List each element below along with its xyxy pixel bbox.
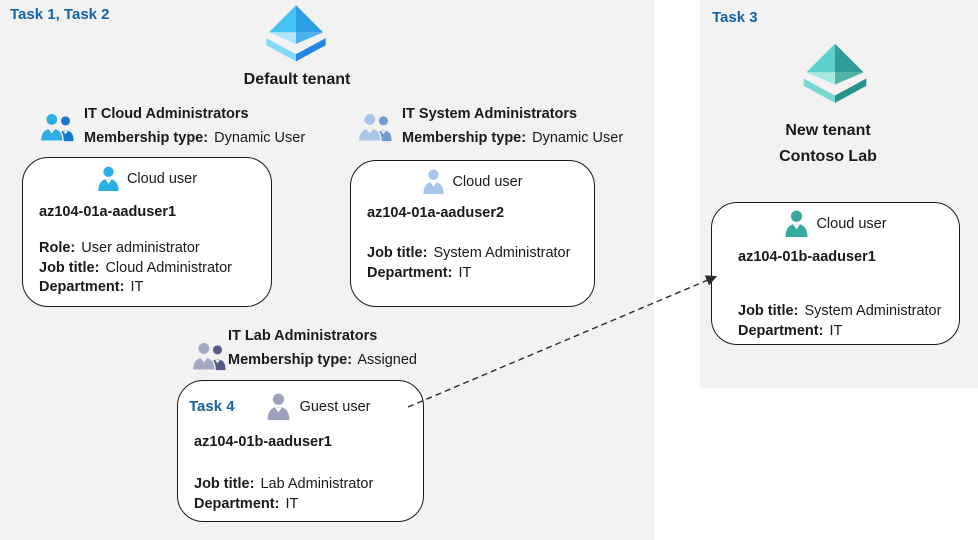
field-role: Role: User administrator: [39, 240, 200, 256]
group-name-lab-admins: IT Lab Administrators: [228, 328, 378, 344]
membership-type-value: Dynamic User: [532, 130, 624, 146]
membership-type-label: Membership type:: [228, 352, 353, 368]
group-membership-cloud-admins: Membership type: Dynamic User: [84, 130, 305, 146]
group-icon-system-admins: [358, 112, 392, 142]
user-fields: Job title: System Administrator Departme…: [367, 244, 570, 283]
user-name: az104-01a-aaduser1: [39, 204, 177, 220]
group-membership-lab-admins: Membership type: Assigned: [228, 352, 417, 368]
user-fields: Job title: System Administrator Departme…: [738, 302, 941, 341]
card-header: Cloud user: [23, 166, 271, 191]
user-card-aaduser1b-new-tenant: Cloud user az104-01b-aaduser1 Job title:…: [711, 202, 960, 345]
card-header: Cloud user: [712, 210, 959, 237]
card-header: Cloud user: [351, 169, 594, 194]
field-department: Department: IT: [367, 264, 472, 281]
cloud-user-icon: [423, 169, 444, 194]
task-4-label: Task 4: [189, 398, 235, 415]
group-icon-lab-admins: [192, 341, 226, 371]
user-card-aaduser1a-1: Cloud user az104-01a-aaduser1 Role: User…: [22, 157, 272, 307]
field-job-title: Job title: System Administrator: [367, 245, 571, 261]
membership-type-value: Dynamic User: [214, 130, 306, 146]
guest-user-icon: [267, 393, 289, 420]
membership-type-label: Membership type:: [402, 130, 527, 146]
user-fields: Role: User administrator Job title: Clou…: [39, 239, 232, 298]
cloud-user-icon: [786, 210, 808, 237]
user-type-label: Cloud user: [452, 173, 523, 190]
group-membership-system-admins: Membership type: Dynamic User: [402, 130, 623, 146]
group-icon-cloud-admins: [40, 112, 74, 142]
field-department: Department: IT: [194, 495, 299, 512]
membership-type-label: Membership type:: [84, 130, 209, 146]
user-type-label: Cloud user: [816, 215, 887, 232]
field-job-title: Job title: Cloud Administrator: [39, 259, 232, 276]
field-job-title: Job title: Lab Administrator: [194, 476, 374, 492]
azure-ad-new-tenant-icon: [803, 43, 867, 103]
card-header: Task 4 Guest user: [178, 393, 423, 420]
user-name: az104-01b-aaduser1: [194, 434, 332, 450]
user-type-label: Guest user: [299, 398, 371, 415]
user-type-label: Cloud user: [126, 170, 198, 187]
azure-ad-tenant-icon: [266, 5, 326, 62]
default-tenant-title: Default tenant: [243, 71, 351, 88]
task-1-2-label: Task 1, Task 2: [10, 6, 110, 23]
cloud-user-icon: [98, 166, 119, 191]
user-name: az104-01a-aaduser2: [367, 205, 505, 221]
user-fields: Job title: Lab Administrator Department:…: [194, 475, 373, 514]
new-tenant-title-line1: New tenant: [785, 122, 871, 139]
user-name: az104-01b-aaduser1: [738, 249, 876, 265]
field-department: Department: IT: [738, 322, 843, 339]
field-job-title: Job title: System Administrator: [738, 303, 942, 319]
user-card-aaduser1a-2: Cloud user az104-01a-aaduser2 Job title:…: [350, 160, 595, 307]
task-3-label: Task 3: [712, 9, 758, 26]
field-department: Department: IT: [39, 279, 144, 295]
new-tenant-title-line2: Contoso Lab: [779, 148, 877, 165]
group-name-system-admins: IT System Administrators: [402, 106, 578, 122]
guest-user-card-aaduser1b: Task 4 Guest user az104-01b-aaduser1 Job…: [177, 380, 424, 522]
group-name-cloud-admins: IT Cloud Administrators: [84, 106, 249, 122]
membership-type-value: Assigned: [357, 352, 417, 368]
